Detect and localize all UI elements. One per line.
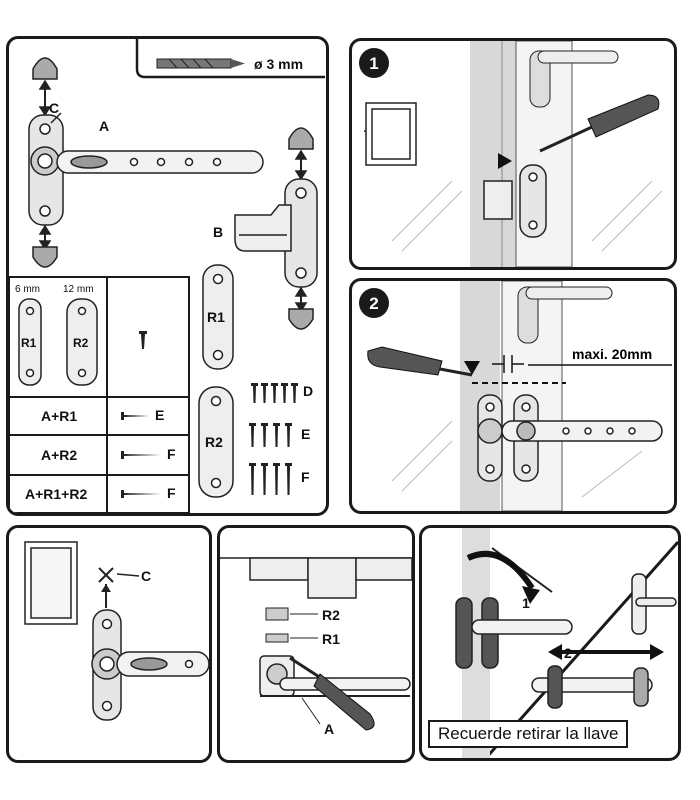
frame-top-icon: [220, 557, 412, 599]
label-a: A: [324, 721, 334, 737]
arrow2-label: 2: [564, 645, 572, 661]
small-screw-icon: [139, 331, 147, 349]
gap-measure-icon: [492, 355, 524, 373]
screws-f-icon: [249, 463, 292, 495]
part-c-label: C: [49, 100, 59, 116]
arrow-slide-icon: [548, 644, 664, 660]
screws-e-icon: [249, 423, 292, 447]
label-c: C: [141, 568, 151, 584]
step2-badge: [359, 288, 389, 318]
limiter-icon: [91, 609, 209, 721]
spacer-r1-label: R1: [207, 309, 225, 325]
max-gap-label: maxi. 20mm: [572, 346, 652, 362]
spacer-r2-icon: [198, 386, 234, 498]
parts-overview-panel: ø 3 mm C A: [6, 36, 329, 516]
operation-drawing: 1 2: [455, 528, 678, 758]
table-row-combo: A+R1+R2: [25, 486, 87, 502]
spacer-r1-icon: [202, 264, 234, 370]
step2-panel: 2 maxi. 20mm: [349, 278, 677, 514]
limiter-top-icon: [455, 547, 573, 669]
table-spacers-icon: [18, 298, 98, 386]
table-row-combo: A+R2: [41, 447, 77, 463]
step2-number: 2: [369, 294, 378, 313]
part-a-limiter-icon: [28, 57, 264, 268]
arrow-rotate-icon: [466, 550, 535, 590]
spacer-r1-icon: [265, 633, 289, 643]
pointer-arrow-icon: [498, 153, 512, 169]
step2-drawing: 2 maxi. 20mm: [359, 281, 672, 511]
screwdriver-icon: [367, 346, 473, 377]
table-row-screw: E: [155, 407, 164, 423]
screwdriver-icon: [289, 656, 375, 731]
part-b-label: B: [213, 224, 223, 240]
window-icon: [24, 541, 78, 625]
remove-key-reminder: Recuerde retirar la llave: [428, 720, 629, 748]
cross-mark-icon: [98, 567, 114, 583]
spacer-install-panel: R2 R1 A: [217, 525, 415, 763]
table-row-combo: A+R1: [41, 408, 77, 424]
parts-overview-drawing: ø 3 mm C A: [9, 39, 325, 513]
bracket-icon: [483, 164, 547, 238]
combination-table: [9, 276, 190, 513]
window-icon: [364, 102, 417, 166]
remove-key-drawing: C: [24, 541, 209, 721]
step1-panel: 1: [349, 38, 677, 270]
table-row-screw: F: [167, 446, 176, 462]
label-r2: R2: [322, 607, 340, 623]
remove-key-panel: C: [6, 525, 212, 763]
table-r2-label: R2: [73, 336, 89, 350]
step1-drawing: 1: [359, 41, 663, 267]
screw-f-label: F: [301, 469, 310, 485]
spacer-r2-label: R2: [205, 434, 223, 450]
step1-badge: [359, 48, 389, 78]
operation-panel: 1 2 Recuerde retirar la llave: [419, 525, 681, 761]
spacer-install-drawing: R2 R1 A: [220, 557, 412, 737]
limiter-installed-icon: [477, 394, 663, 482]
pointer-down-icon: [464, 361, 480, 375]
screw-d-label: D: [303, 383, 313, 399]
drill-size-label: ø 3 mm: [254, 56, 303, 72]
part-a-label: A: [99, 118, 109, 134]
table-screw-icons: [121, 412, 161, 498]
screwdriver-icon: [539, 94, 660, 153]
drill-bit-icon: [156, 58, 245, 69]
spacer-r2-icon: [265, 607, 289, 621]
arrow1-label: 1: [522, 595, 530, 611]
screws-d-icon: [251, 383, 298, 403]
table-row-screw: F: [167, 485, 176, 501]
limiter-bottom-icon: [531, 573, 677, 709]
label-r1: R1: [322, 631, 340, 647]
screw-e-label: E: [301, 426, 310, 442]
table-r1-label: R1: [21, 336, 37, 350]
size-6mm-label: 6 mm: [15, 284, 40, 295]
size-12mm-label: 12 mm: [63, 284, 94, 295]
step1-number: 1: [369, 54, 378, 73]
part-b-catch-icon: [234, 127, 318, 330]
part-a-icon: [259, 655, 411, 697]
